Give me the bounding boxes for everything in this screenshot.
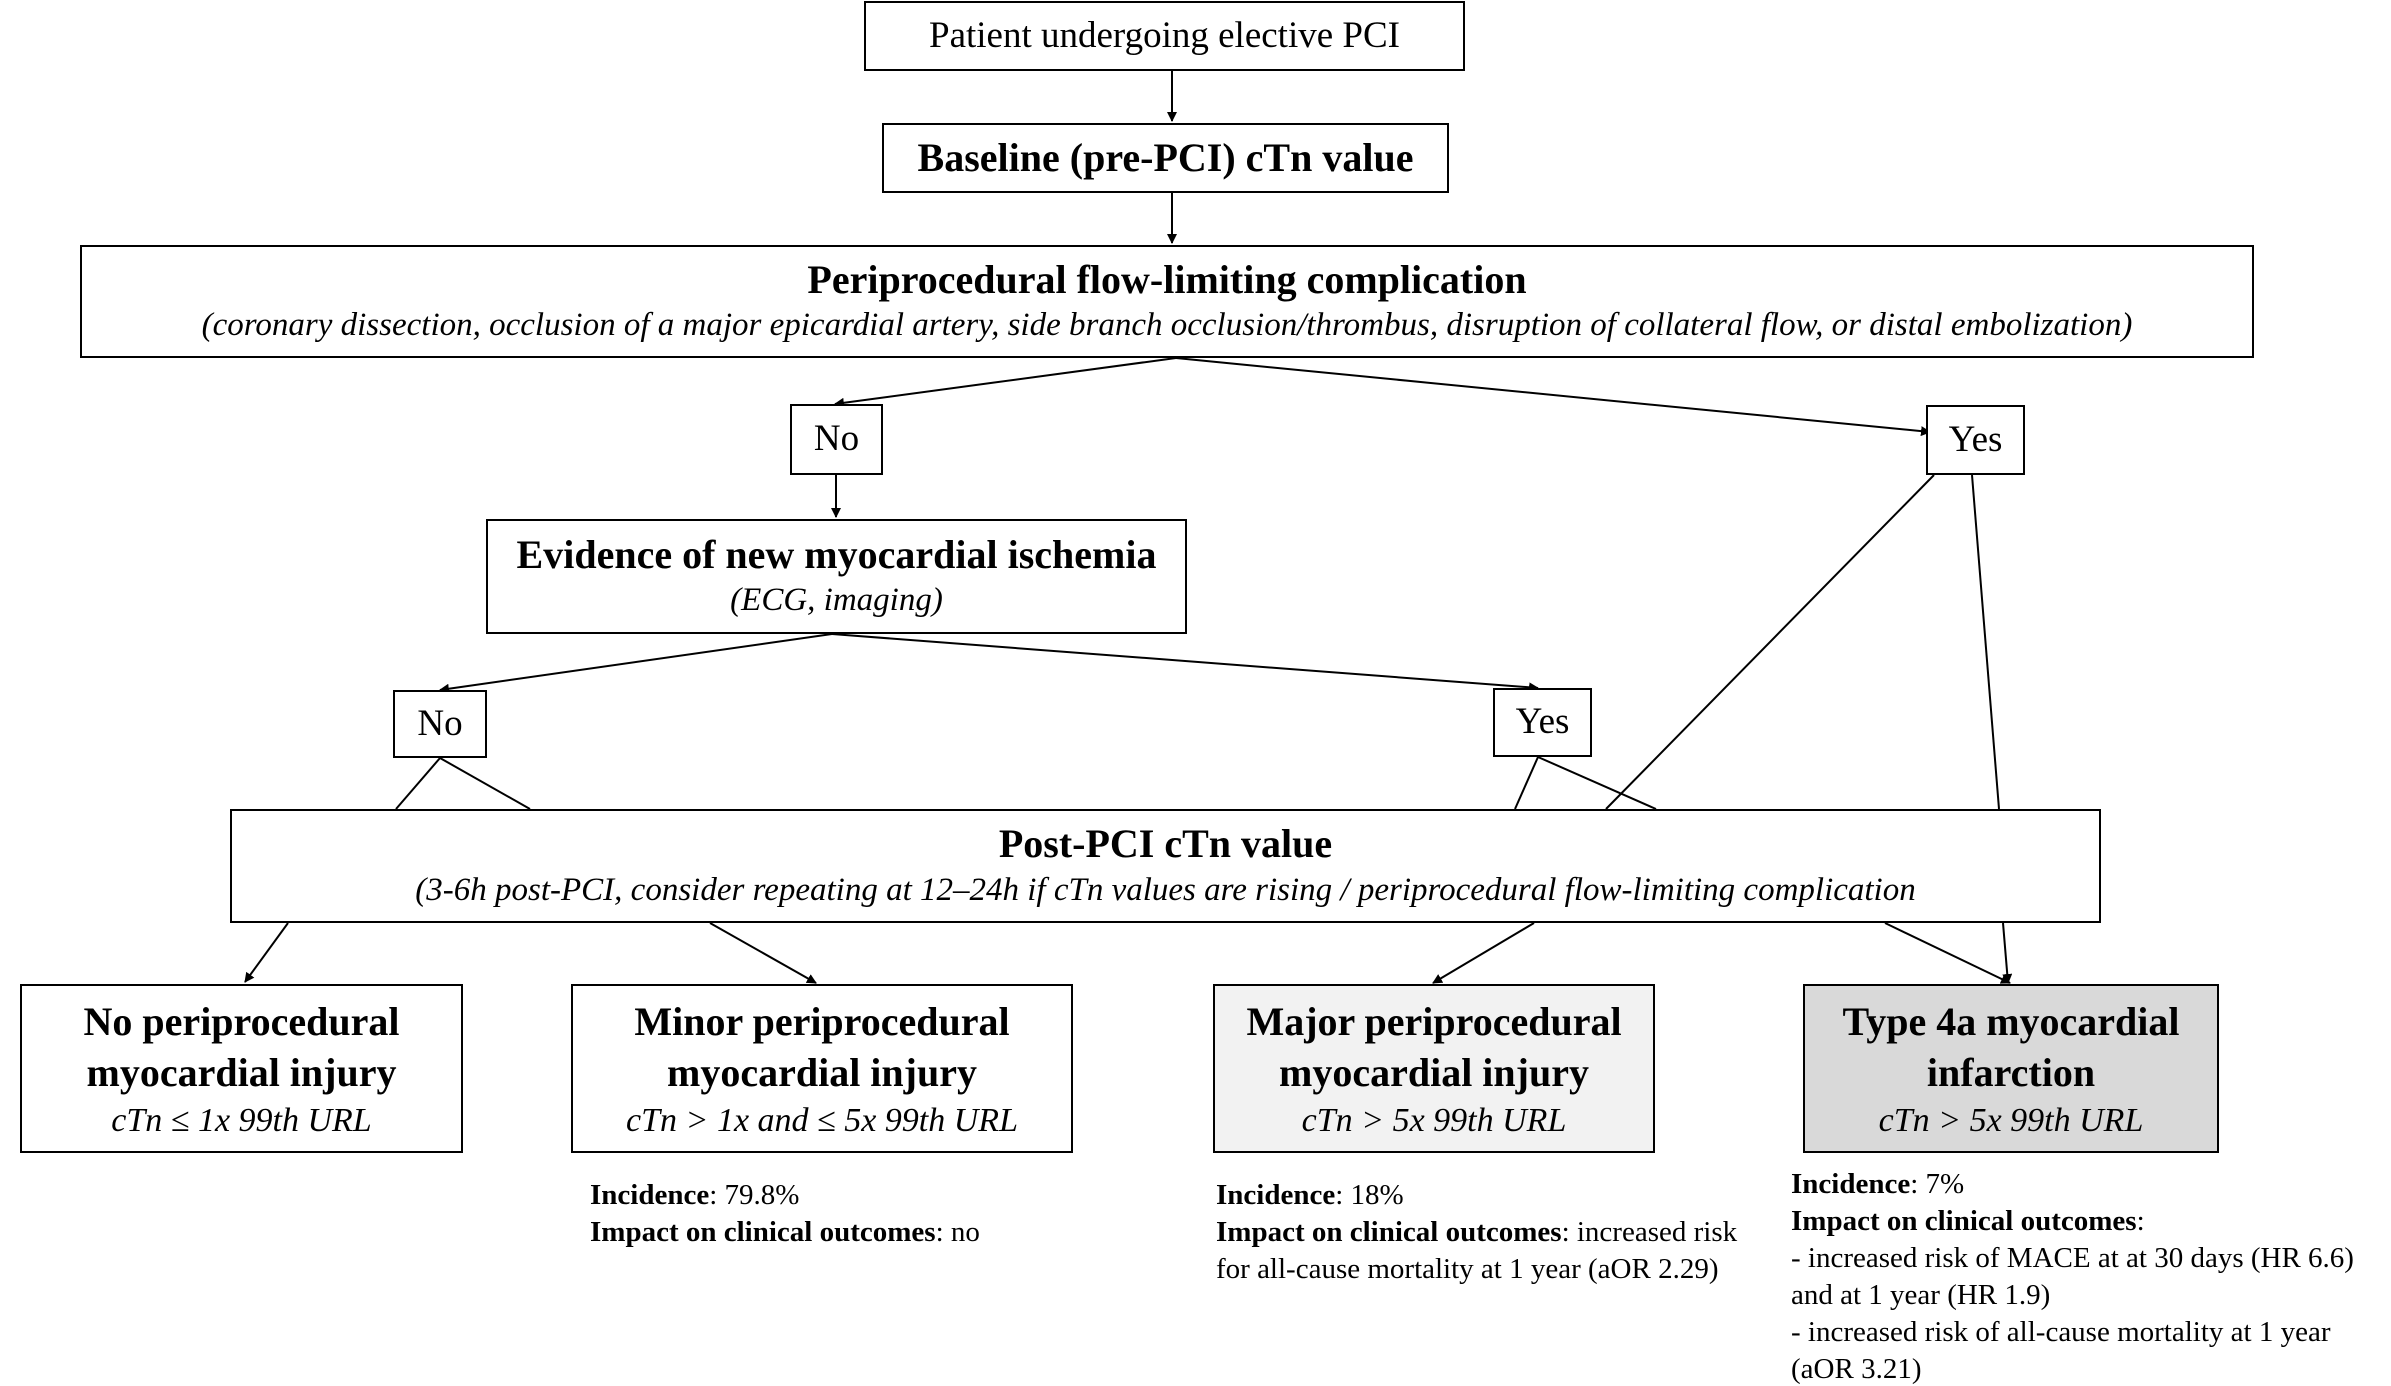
type4a-mi-info: Incidence: 7% Impact on clinical outcome… — [1791, 1166, 2387, 1386]
baseline-ctn-box: Baseline (pre-PCI) cTn value — [882, 123, 1449, 193]
type4a-impact-value: : — [2136, 1205, 2145, 1237]
complication-yes-label: Yes — [1948, 418, 2003, 460]
arrow-post-to-minor — [709, 922, 817, 984]
ischemia-title: Evidence of new myocardial ischemia — [516, 531, 1157, 577]
major-incidence: Incidence: 18% — [1216, 1177, 1756, 1214]
major-injury-title-line2: myocardial injury — [1279, 1050, 1589, 1095]
minor-impact: Impact on clinical outcomes: no — [590, 1214, 1070, 1251]
line-complication-yes-right — [1971, 474, 2000, 810]
arrow-ischemia-to-no — [439, 633, 833, 694]
line-ischemia-yes-right — [1537, 756, 1657, 810]
type4a-mi-title-line1: Type 4a myocardial — [1842, 999, 2180, 1044]
major-injury-box: Major periprocedural myocardial injury c… — [1213, 984, 1655, 1153]
start-label: Patient undergoing elective PCI — [929, 14, 1400, 56]
type4a-mi-title-line2: infarction — [1926, 1050, 2096, 1095]
ischemia-no-box: No — [393, 690, 487, 758]
type4a-impact-item-mortality: - increased risk of all-cause mortality … — [1791, 1316, 2331, 1385]
ischemia-box: Evidence of new myocardial ischemia (ECG… — [486, 519, 1187, 634]
type4a-incidence-label: Incidence — [1791, 1168, 1911, 1200]
major-injury-title-line1: Major periprocedural — [1246, 999, 1622, 1044]
minor-incidence: Incidence: 79.8% — [590, 1177, 1070, 1214]
post-pci-ctn-box: Post-PCI cTn value (3-6h post-PCI, consi… — [230, 809, 2101, 923]
minor-injury-info: Incidence: 79.8% Impact on clinical outc… — [590, 1177, 1070, 1251]
no-injury-criterion: cTn ≤ 1x 99th URL — [111, 1102, 372, 1139]
ischemia-yes-label: Yes — [1515, 701, 1570, 743]
arrow-post-to-no-injury — [244, 922, 289, 983]
arrow-post-to-major — [1432, 922, 1535, 984]
minor-incidence-value: : 79.8% — [709, 1179, 800, 1211]
post-pci-ctn-detail: (3-6h post-PCI, consider repeating at 12… — [415, 871, 1916, 908]
type4a-impact-item-mace: - increased risk of MACE at at 30 days (… — [1791, 1242, 2354, 1311]
no-injury-title-line1: No periprocedural — [83, 999, 400, 1044]
arrow-ischemia-to-yes — [831, 633, 1539, 693]
ischemia-detail: (ECG, imaging) — [730, 582, 943, 619]
major-incidence-value: : 18% — [1335, 1179, 1404, 1211]
no-injury-title-line2: myocardial injury — [86, 1050, 397, 1095]
arrow-post-to-type4a-right — [2002, 922, 2013, 984]
type4a-mi-box: Type 4a myocardial infarction cTn > 5x 9… — [1803, 984, 2219, 1153]
type4a-incidence: Incidence: 7% — [1791, 1166, 2387, 1203]
baseline-ctn-label: Baseline (pre-PCI) cTn value — [917, 134, 1414, 180]
type4a-impact: Impact on clinical outcomes: — [1791, 1203, 2387, 1240]
major-impact: Impact on clinical outcomes: increased r… — [1216, 1214, 1756, 1288]
complication-no-label: No — [813, 418, 860, 460]
complication-title: Periprocedural flow-limiting complicatio… — [807, 256, 1527, 302]
complication-box: Periprocedural flow-limiting complicatio… — [80, 245, 2254, 358]
line-ischemia-no-left — [395, 757, 441, 810]
minor-impact-label: Impact on clinical outcomes — [590, 1216, 936, 1248]
minor-impact-value: : no — [935, 1216, 980, 1248]
start-box: Patient undergoing elective PCI — [864, 1, 1465, 71]
line-complication-yes-left — [1605, 474, 1935, 810]
line-ischemia-yes-left — [1514, 756, 1539, 810]
major-incidence-label: Incidence — [1216, 1179, 1336, 1211]
minor-injury-title-line1: Minor periprocedural — [634, 999, 1010, 1044]
ischemia-yes-box: Yes — [1493, 688, 1592, 757]
major-impact-value: : increased risk for all-cause mortality… — [1216, 1216, 1738, 1285]
line-ischemia-no-right — [439, 757, 531, 810]
major-impact-label: Impact on clinical outcomes — [1216, 1216, 1562, 1248]
complication-no-box: No — [790, 404, 883, 475]
minor-injury-box: Minor periprocedural myocardial injury c… — [571, 984, 1073, 1153]
minor-incidence-label: Incidence — [590, 1179, 710, 1211]
minor-injury-title-line2: myocardial injury — [667, 1050, 977, 1095]
minor-injury-criterion: cTn > 1x and ≤ 5x 99th URL — [626, 1102, 1018, 1139]
complication-detail: (coronary dissection, occlusion of a maj… — [201, 307, 2133, 344]
arrow-complication-to-yes — [1175, 357, 1931, 437]
type4a-impact-label: Impact on clinical outcomes — [1791, 1205, 2137, 1237]
type4a-mi-criterion: cTn > 5x 99th URL — [1878, 1102, 2144, 1139]
arrow-post-to-type4a-left — [1884, 922, 2011, 984]
post-pci-ctn-title: Post-PCI cTn value — [998, 821, 1333, 867]
no-injury-box: No periprocedural myocardial injury cTn … — [20, 984, 463, 1153]
ischemia-no-label: No — [417, 702, 463, 744]
type4a-incidence-value: : 7% — [1910, 1168, 1965, 1200]
major-injury-criterion: cTn > 5x 99th URL — [1301, 1102, 1567, 1139]
complication-yes-box: Yes — [1926, 405, 2025, 475]
major-injury-info: Incidence: 18% Impact on clinical outcom… — [1216, 1177, 1756, 1288]
arrow-complication-to-no — [834, 357, 1177, 408]
